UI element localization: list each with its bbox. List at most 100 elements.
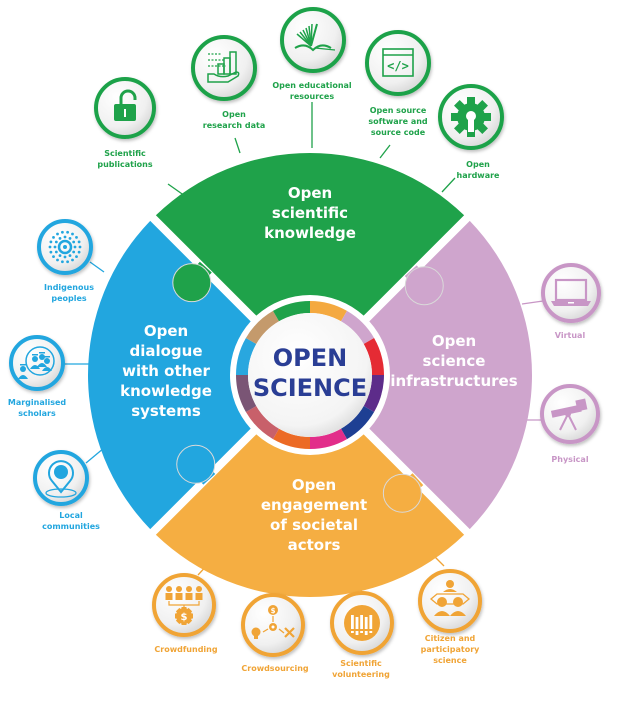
center-ring-segment — [273, 301, 310, 322]
badge-label: Open source — [370, 106, 427, 115]
badge-label: research data — [203, 121, 265, 130]
people-dollar-gear-icon: $ — [165, 586, 203, 625]
center-ring-segment — [245, 310, 279, 344]
center-ring-segment — [310, 428, 347, 449]
quadrant-right-title-line: infrastructures — [390, 372, 517, 390]
puzzle-pieces — [87, 153, 533, 597]
center-ring-segment — [236, 338, 257, 375]
center-ring-segment — [363, 375, 384, 412]
center-ring-segment — [310, 301, 347, 322]
center-disk — [248, 313, 372, 437]
quadrant-left-title-line: systems — [131, 402, 201, 420]
quadrant-left-title-line: with other — [122, 362, 210, 380]
badge-virtual[interactable]: Virtual — [541, 263, 601, 340]
puzzle-knob-green — [172, 261, 212, 303]
badge-label: Crowdfunding — [154, 645, 217, 654]
badge-open-educational-resources[interactable]: Open educational resources — [272, 7, 352, 101]
center-ring-segment — [245, 406, 279, 440]
badge-label: hardware — [457, 171, 501, 180]
puzzle-knob-orange — [382, 473, 424, 513]
puzzle-knob-purple — [404, 265, 444, 306]
connector-line — [379, 144, 391, 159]
badge-label: source code — [371, 128, 426, 137]
badge-circle — [365, 30, 431, 96]
open-book-tree-icon — [294, 23, 336, 52]
badge-label: Virtual — [555, 331, 586, 340]
quadrant-right-title-line: science — [423, 352, 486, 370]
quadrant-bottom-title: Open engagement of societal actors — [261, 476, 367, 554]
svg-text:$: $ — [271, 607, 276, 615]
badge-label: publications — [97, 160, 153, 169]
quadrant-bottom-title-line: engagement — [261, 496, 367, 514]
connector-line — [85, 447, 105, 464]
badge-crowdsourcing[interactable]: $ Crowdsourcing — [241, 593, 309, 673]
quadrant-bottom-title-line: of societal — [270, 516, 358, 534]
badge-physical[interactable]: Physical — [540, 384, 600, 464]
connector-line — [441, 177, 456, 193]
connector-line — [89, 261, 105, 273]
badge-local-communities[interactable]: Local communities — [33, 450, 100, 531]
badge-crowdfunding[interactable]: $ Crowdfunding — [152, 573, 218, 654]
badge-label: Physical — [551, 455, 588, 464]
badge-open-hardware[interactable]: Open hardware — [438, 84, 504, 180]
quadrant-left-title-line: Open — [144, 322, 188, 340]
svg-text:</>: </> — [387, 59, 409, 73]
quadrant-top-title-line: Open — [288, 184, 332, 202]
badge-label: Scientific — [104, 149, 146, 158]
quadrant-left-title-line: dialogue — [129, 342, 202, 360]
quadrant-left-title: Open dialogue with other knowledge syste… — [120, 322, 212, 420]
connector-line — [521, 300, 544, 305]
badge-label: participatory — [421, 645, 481, 654]
badge-label: Open educational — [272, 81, 352, 90]
center-ring-segment — [363, 338, 384, 375]
center-title-line1: OPEN — [273, 344, 347, 372]
graduates-group-icon — [18, 346, 55, 379]
badge-label: Open — [222, 110, 246, 119]
badge-label: Marginalised — [8, 398, 67, 407]
open-hardware-gear-icon — [451, 97, 491, 137]
badge-label: peoples — [51, 294, 87, 303]
center-ring-segment — [341, 406, 375, 440]
quadrant-top-title-line: knowledge — [264, 224, 356, 242]
badge-open-source-software[interactable]: </> Open source software and source code — [365, 30, 431, 137]
badge-label: resources — [290, 92, 334, 101]
badge-label: volunteering — [332, 670, 390, 679]
center-ring-segment — [341, 310, 375, 344]
location-pin-people-icon — [45, 460, 77, 498]
quadrant-right-title: Open science infrastructures — [390, 332, 517, 390]
quadrant-left-title-line: knowledge — [120, 382, 212, 400]
badge-label: Crowdsourcing — [241, 664, 309, 673]
laptop-icon — [551, 278, 591, 306]
quadrant-bottom-title-line: actors — [288, 536, 341, 554]
unlocked-padlock-icon — [114, 89, 137, 121]
badge-label: Citizen and — [425, 634, 476, 643]
badge-label: software and — [368, 117, 428, 126]
center-ring-segment — [236, 375, 257, 412]
idea-gear-tools-icon: $ — [251, 605, 295, 639]
puzzle-knob-blue — [176, 444, 216, 485]
raised-hands-icon — [344, 605, 380, 641]
center-title-line2: SCIENCE — [253, 374, 367, 402]
connector-line — [234, 137, 241, 154]
badge-scientific-publications[interactable]: Scientific publications — [94, 77, 156, 169]
badge-circle — [541, 263, 601, 323]
badge-open-research-data[interactable]: Open research data — [191, 35, 265, 130]
badge-circle — [9, 335, 65, 391]
quadrant-bottom-title-line: Open — [292, 476, 336, 494]
badge-label: Open — [466, 160, 490, 169]
concentric-dots-icon — [48, 230, 82, 264]
code-window-icon: </> — [382, 48, 414, 77]
svg-text:$: $ — [181, 612, 188, 623]
bar-chart-hand-icon — [207, 51, 240, 83]
badge-label: Local — [59, 511, 83, 520]
quadrant-open-engagement-societal-actors[interactable] — [155, 434, 465, 597]
quadrant-top-title: Open scientific knowledge — [264, 184, 356, 242]
quadrant-open-scientific-knowledge[interactable] — [155, 153, 465, 316]
badge-label: communities — [42, 522, 100, 531]
